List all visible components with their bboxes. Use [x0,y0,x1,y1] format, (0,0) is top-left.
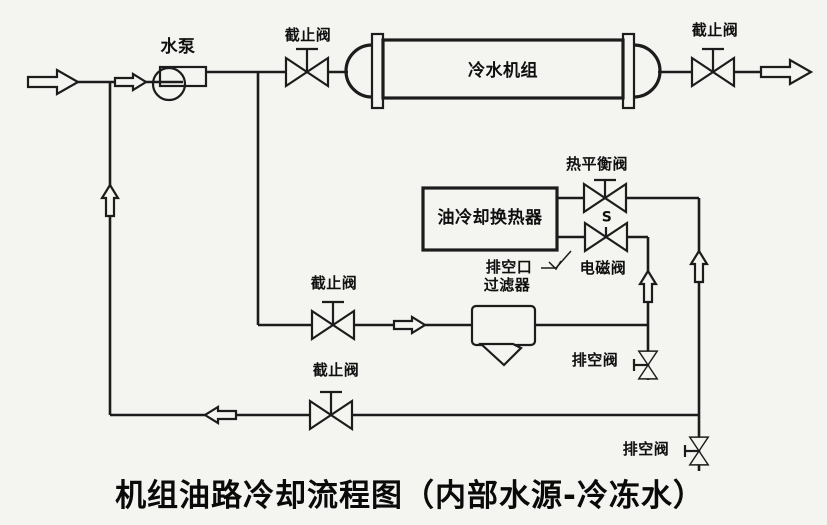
heat-exchanger-box [421,186,559,252]
solenoid-valve-icon [583,221,629,253]
stop-valve-bottom-label: 截止阀 [312,361,360,380]
thermal-balance-valve-label: 热平衡阀 [565,155,629,174]
stop-valve-middle-label: 截止阀 [310,274,358,293]
drain-valve-upper-icon [632,350,658,380]
stop-valve-top-right-icon [690,47,736,88]
solenoid-s-marker: S [601,209,613,226]
flow-arrow-right-filter [392,315,427,335]
stop-valve-bottom-icon [308,390,354,431]
solenoid-valve-label: 电磁阀 [579,259,627,278]
drain-valve-lower-label: 排空阀 [622,440,670,459]
pump-icon [151,65,208,102]
chiller-unit-label: 冷水机组 [468,61,538,82]
stop-valve-top-left-icon [284,47,330,88]
heat-exchanger-label: 油冷却换热器 [437,208,543,229]
flow-arrow-left-return [203,405,238,425]
thermal-balance-valve-icon [582,178,628,214]
flow-arrow-up-right-riser [689,249,709,284]
inlet-flow-arrow-icon [26,68,80,96]
pump-label: 水泵 [160,37,196,58]
chiller-vessel [344,32,662,110]
vessel-right-flange [621,32,636,110]
drain-valve-lower-icon [683,436,709,466]
outlet-flow-arrow-icon [759,58,813,86]
filter-label: 过滤器 [483,276,531,295]
drain-port-leader [541,250,572,271]
stop-valve-top-left-label: 截止阀 [284,26,332,45]
flow-arrow-up-drain-riser [638,269,658,304]
filter-icon [470,304,537,367]
vessel-left-dome [344,43,373,99]
drain-valve-upper-label: 排空阀 [571,351,619,370]
pipe-network [75,70,763,471]
flow-arrow-right-pump [113,72,148,92]
stop-valve-middle-icon [310,300,356,341]
stop-valve-top-right-label: 截止阀 [691,21,739,40]
flow-arrow-up-left-riser [100,183,120,218]
vessel-left-flange [370,32,385,110]
diagram-title: 机组油路冷却流程图（内部水源-冷冻水） [115,478,705,514]
drain-port-label: 排空口 [485,258,533,277]
vessel-right-dome [633,43,662,99]
